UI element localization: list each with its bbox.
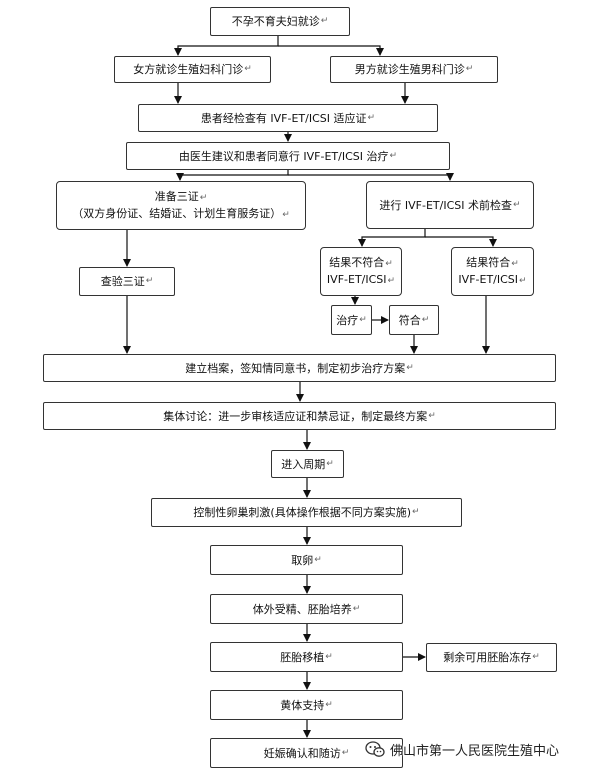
node-result-not-meet: 结果不符合↵ IVF-ET/ICSI↵ bbox=[320, 247, 402, 296]
node-group-discussion: 集体讨论：进一步审核适应证和禁忌证，制定最终方案↵ bbox=[43, 402, 556, 430]
node-egg-retrieval: 取卵↵ bbox=[210, 545, 403, 575]
node-pre-check: 进行 IVF-ET/ICSI 术前检查↵ bbox=[366, 181, 534, 229]
return-mark: ↵ bbox=[325, 699, 333, 710]
node-enter-cycle: 进入周期↵ bbox=[271, 450, 344, 478]
node-three-certs: 准备三证↵ （双方身份证、结婚证、计划生育服务证）↵ bbox=[56, 181, 306, 230]
node-luteal-support: 黄体支持↵ bbox=[210, 690, 403, 720]
return-mark: ↵ bbox=[145, 276, 154, 286]
return-mark: ↵ bbox=[282, 209, 290, 220]
return-mark: ↵ bbox=[421, 314, 430, 325]
return-mark: ↵ bbox=[519, 275, 527, 286]
node-male-clinic: 男方就诊生殖男科门诊↵ bbox=[330, 56, 498, 83]
node-female-clinic: 女方就诊生殖妇科门诊↵ bbox=[114, 56, 271, 83]
node-result-meet: 结果符合↵ IVF-ET/ICSI↵ bbox=[451, 247, 534, 296]
arrow-couple-to-female bbox=[174, 36, 279, 56]
node-file-consent: 建立档案，签知情同意书，制定初步治疗方案↵ bbox=[43, 354, 556, 382]
node-consent-treatment: 由医生建议和患者同意行 IVF-ET/ICSI 治疗↵ bbox=[126, 142, 450, 170]
return-mark: ↵ bbox=[320, 16, 329, 26]
return-mark: ↵ bbox=[412, 507, 420, 517]
three-certs-text: 准备三证↵ （双方身份证、结婚证、计划生育服务证）↵ bbox=[72, 189, 290, 220]
return-mark: ↵ bbox=[326, 458, 334, 469]
arrow-precheck-to-meet bbox=[425, 236, 497, 247]
node-qualify: 符合↵ bbox=[389, 305, 439, 335]
arrow-precheck-to-notmeet bbox=[358, 229, 426, 247]
return-mark: ↵ bbox=[367, 112, 376, 123]
node-freeze-embryos: 剩余可用胚胎冻存↵ bbox=[426, 643, 557, 672]
arrow-consent-to-certs bbox=[176, 170, 289, 181]
return-mark: ↵ bbox=[244, 64, 252, 74]
meet-text: 结果符合↵ IVF-ET/ICSI↵ bbox=[458, 255, 527, 286]
return-mark: ↵ bbox=[352, 603, 361, 614]
watermark: 佛山市第一人民医院生殖中心 bbox=[364, 736, 608, 762]
wechat-logo-icon bbox=[365, 741, 385, 757]
node-indication: 患者经检查有 IVF-ET/ICSI 适应证↵ bbox=[138, 104, 438, 132]
node-infertile-couple: 不孕不育夫妇就诊↵ bbox=[210, 7, 350, 36]
return-mark: ↵ bbox=[387, 275, 396, 286]
arrow-couple-to-male bbox=[278, 45, 384, 56]
return-mark: ↵ bbox=[359, 314, 367, 325]
return-mark: ↵ bbox=[513, 199, 521, 210]
return-mark: ↵ bbox=[385, 258, 393, 269]
return-mark: ↵ bbox=[199, 192, 208, 203]
return-mark: ↵ bbox=[428, 410, 436, 421]
return-mark: ↵ bbox=[325, 651, 333, 662]
node-ivf-culture: 体外受精、胚胎培养↵ bbox=[210, 594, 403, 624]
not-meet-text: 结果不符合↵ IVF-ET/ICSI↵ bbox=[326, 255, 396, 286]
node-ovarian-stim: 控制性卵巢刺激(具体操作根据不同方案实施)↵ bbox=[151, 498, 462, 527]
return-mark: ↵ bbox=[465, 64, 474, 74]
return-mark: ↵ bbox=[532, 652, 540, 662]
watermark-text: 佛山市第一人民医院生殖中心 bbox=[390, 743, 560, 759]
node-verify-certs: 查验三证↵ bbox=[79, 267, 175, 296]
return-mark: ↵ bbox=[314, 554, 322, 565]
return-mark: ↵ bbox=[341, 747, 350, 758]
return-mark: ↵ bbox=[389, 150, 398, 161]
return-mark: ↵ bbox=[511, 258, 519, 269]
return-mark: ↵ bbox=[406, 362, 414, 373]
node-embryo-transfer: 胚胎移植↵ bbox=[210, 642, 403, 672]
arrow-consent-to-precheck bbox=[288, 173, 454, 181]
node-treat: 治疗↵ bbox=[331, 305, 372, 335]
